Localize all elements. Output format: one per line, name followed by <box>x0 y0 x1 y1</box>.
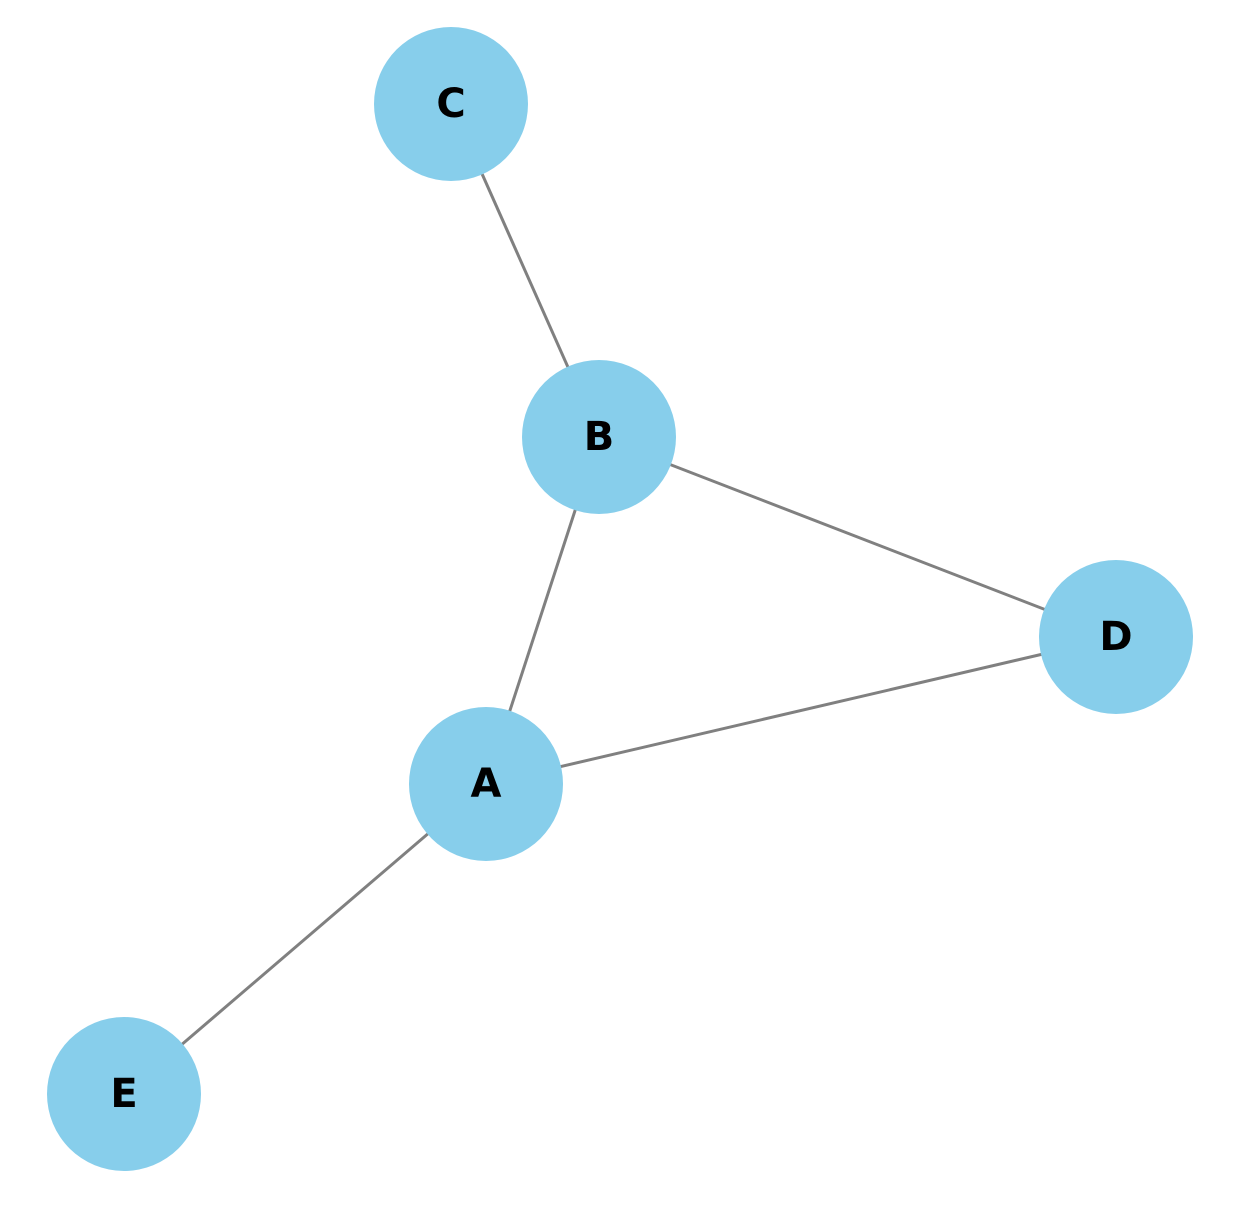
node-A: A <box>409 707 563 861</box>
node-circle-C <box>374 27 528 181</box>
node-label-B: B <box>584 414 615 460</box>
node-D: D <box>1039 560 1193 714</box>
nodes-layer: A B C D E <box>47 27 1193 1171</box>
node-C: C <box>374 27 528 181</box>
node-label-C: C <box>436 81 465 127</box>
edge-A-D <box>485 635 1117 786</box>
edges-layer <box>123 103 1117 1096</box>
node-circle-A <box>409 707 563 861</box>
node-circle-E <box>47 1017 201 1171</box>
node-circle-B <box>522 360 676 514</box>
node-circle-D <box>1039 560 1193 714</box>
edge-B-D <box>598 435 1117 639</box>
node-B: B <box>522 360 676 514</box>
node-label-A: A <box>471 761 502 807</box>
edge-A-E <box>123 782 487 1096</box>
node-label-E: E <box>110 1071 137 1117</box>
node-E: E <box>47 1017 201 1171</box>
node-label-D: D <box>1099 614 1132 660</box>
